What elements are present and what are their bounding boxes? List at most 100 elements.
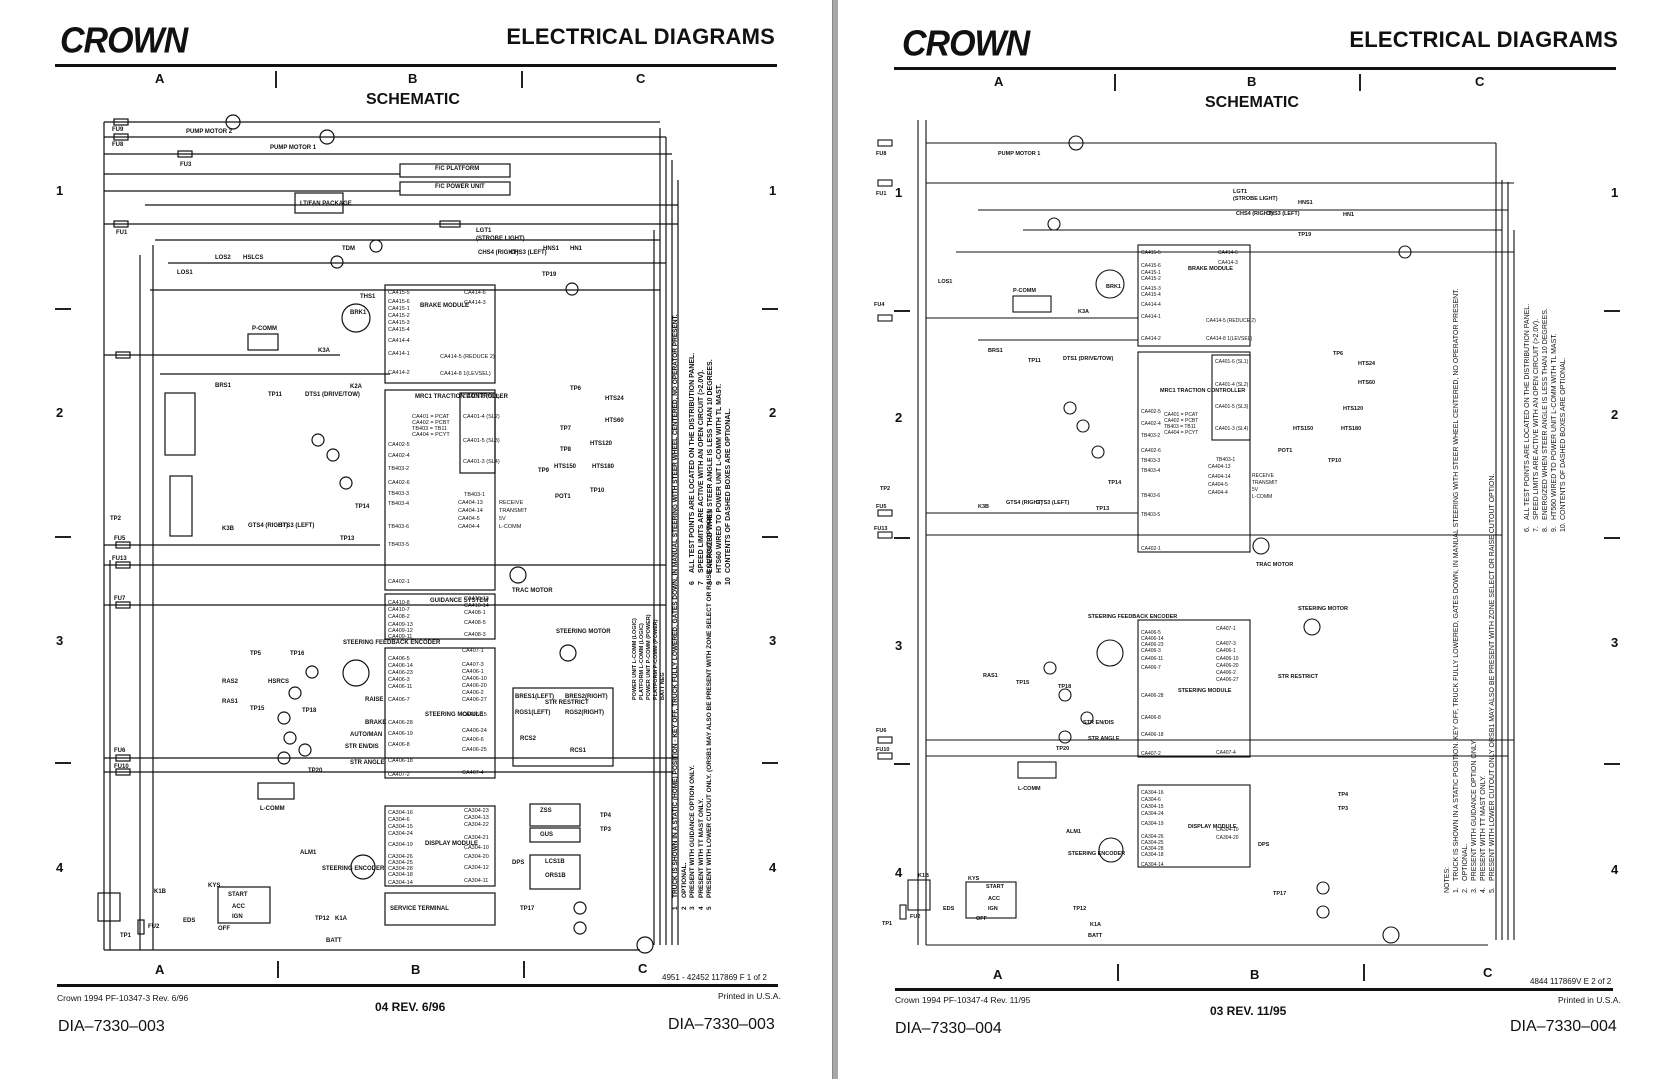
label-tp18: TP18 xyxy=(1058,684,1071,690)
component-box xyxy=(899,904,907,920)
comm-label: 5V xyxy=(1252,487,1259,493)
mrc1-pin: CA401-5 (SL3) xyxy=(1215,404,1249,410)
note-text: ENERGIZED WHEN STEER ANGLE IS LESS THAN … xyxy=(1542,308,1549,520)
label-bres2: BRES2(RIGHT) xyxy=(565,694,608,700)
label-fu10: FU10 xyxy=(876,747,889,753)
note-text: 4 xyxy=(697,906,705,910)
label-brk1: BRK1 xyxy=(350,310,367,316)
label-fu5: FU5 xyxy=(114,536,126,542)
label-tp4: TP4 xyxy=(1338,792,1349,798)
label-batt: BATT xyxy=(1088,933,1103,939)
display-pin: CA304-18 xyxy=(388,872,413,878)
note-item: 4PRESENT WITH TT MAST ONLY. xyxy=(698,314,707,910)
mrc1-map: TB403 = TB11 xyxy=(1164,424,1196,430)
label-brake-in: BRAKE xyxy=(365,720,386,726)
component-symbol xyxy=(277,711,291,725)
zone-label-c: C xyxy=(636,71,646,86)
label-pcomm: P-COMM xyxy=(1013,288,1036,294)
label-tp14: TP14 xyxy=(355,504,370,510)
guidance-pin: CA408-3 xyxy=(464,632,486,638)
document-title: ELECTRICAL DIAGRAMS xyxy=(506,24,775,49)
note-item: 7.SPEED LIMITS ARE ACTIVE WITH AN OPEN C… xyxy=(1532,304,1541,532)
component-symbol xyxy=(559,644,577,662)
steer-pin: CA406-7 xyxy=(1141,665,1161,671)
label-hts150: HTS150 xyxy=(554,464,577,470)
note-item: 2.OPTIONAL. xyxy=(1461,288,1470,893)
mrc1-pin: CA401-3 (SL4) xyxy=(1215,426,1249,432)
comm-label: L-COMM xyxy=(499,524,522,530)
display-pin: CA304-25 xyxy=(1141,840,1164,846)
component-symbol xyxy=(311,433,325,447)
label-kys: KYS xyxy=(968,876,980,882)
mrc1-pin: CA402-4 xyxy=(388,453,410,459)
zone-separator xyxy=(521,71,523,88)
label-trac-motor: TRAC MOTOR xyxy=(512,588,553,594)
mrc1-pin: CA402-5 xyxy=(388,442,410,448)
component-box xyxy=(113,118,129,126)
note-text: 10. xyxy=(1560,522,1567,532)
steer-pin: CA406-14 xyxy=(1141,636,1164,642)
document-number: DIA–7330–004 xyxy=(895,1020,1002,1037)
label-tp12: TP12 xyxy=(315,916,330,922)
component-box xyxy=(877,314,893,322)
guidance-pin: CA410-14 xyxy=(464,603,489,609)
label-str-angle: STR ANGLE xyxy=(1088,736,1120,742)
footer-rule xyxy=(895,988,1613,991)
row-tick xyxy=(762,762,778,764)
header-rule xyxy=(894,67,1616,70)
note-text: PRESENT WITH GUIDANCE OPTION ONLY. xyxy=(689,765,696,898)
steer-pin: CA407-2 xyxy=(388,772,410,778)
label-alm1: ALM1 xyxy=(1066,829,1081,835)
steer-pin: CA406-3 xyxy=(388,677,410,683)
label-tp1: TP1 xyxy=(882,921,892,927)
component-box xyxy=(137,919,145,935)
mrc1-pin: TB403-6 xyxy=(1141,493,1160,499)
row-tick xyxy=(762,536,778,538)
mrc1-pin: CA402-6 xyxy=(1141,448,1161,454)
component-box xyxy=(115,541,131,549)
row-label-4: 4 xyxy=(56,860,64,875)
label-ltfan: LT/FAN PACKAGE xyxy=(300,201,352,207)
note-text: 1 xyxy=(672,906,679,910)
guidance-pin: CA409-13 xyxy=(388,622,413,628)
label-k3a: K3A xyxy=(1078,309,1089,315)
comm-label: TRANSMIT xyxy=(499,508,528,514)
component-box xyxy=(1137,619,1251,758)
note-text: ALL TEST POINTS ARE LOCATED ON THE DISTR… xyxy=(1524,303,1531,520)
steer-pin: CA406-11 xyxy=(1141,656,1163,662)
steer-pin: CA406-2 xyxy=(1216,670,1236,676)
label-pump1: PUMP MOTOR 1 xyxy=(270,145,317,151)
note-text: 9. xyxy=(1551,526,1558,532)
label-lcomm: L-COMM xyxy=(1018,786,1041,792)
document-number: DIA–7330–003 xyxy=(58,1018,165,1035)
label-tp5: TP5 xyxy=(250,651,262,657)
component-box xyxy=(115,768,131,776)
note-item: 9HTS60 WIRED TO POWER UNIT L-COMM WITH T… xyxy=(715,353,724,585)
label-steer-enc: STEERING ENCODER xyxy=(1068,851,1125,857)
mrc1-pin: TB403-4 xyxy=(1141,468,1160,474)
component-box xyxy=(384,805,496,887)
steer-pin: CA406-2 xyxy=(462,690,484,696)
label-brs1: BRS1 xyxy=(988,348,1003,354)
crown-logo: CROWN xyxy=(902,24,1030,64)
note-text: SPEED LIMITS ARE ACTIVE WITH AN OPEN CIR… xyxy=(1533,318,1540,520)
mrc1-map: CA402 = PCBT xyxy=(412,420,450,426)
label-tdm: TDM xyxy=(342,246,355,252)
guidance-pin: CA410-13 xyxy=(464,596,489,602)
steer-pin: CA406-1 xyxy=(1216,648,1236,654)
label-chs4: CHS4 (RIGHT) xyxy=(478,250,518,256)
notes-column-2: 6.ALL TEST POINTS ARE LOCATED ON THE DIS… xyxy=(1523,304,1568,532)
component-symbol xyxy=(573,901,587,915)
component-symbol xyxy=(573,921,587,935)
steer-pin: CA406-6 xyxy=(462,737,484,743)
label-rgs2: RGS2(RIGHT) xyxy=(565,710,604,716)
steer-pin: CA407-2 xyxy=(1141,751,1161,757)
display-pin: CA304-20 xyxy=(464,854,489,860)
label-acc: ACC xyxy=(988,896,1000,902)
display-pin: CA304-11 xyxy=(464,878,488,884)
label-fu10: FU10 xyxy=(114,764,129,770)
label-brake-module: BRAKE MODULE xyxy=(420,303,469,309)
label-fu7: FU7 xyxy=(114,596,126,602)
guidance-pin: CA408-1 xyxy=(464,610,486,616)
mrc1-pin: CA402-5 xyxy=(1141,409,1161,415)
